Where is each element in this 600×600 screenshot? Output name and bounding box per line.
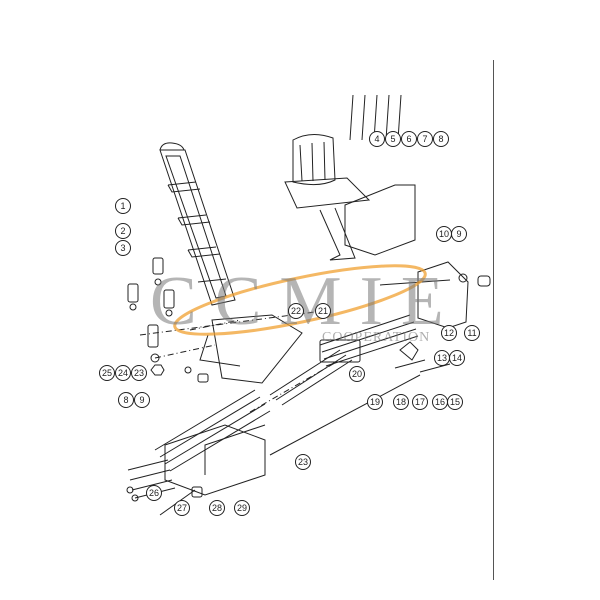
frame-border-line — [493, 60, 494, 580]
control-levers — [154, 314, 451, 472]
part-callout-25: 25 — [99, 365, 115, 381]
part-callout-9: 9 — [451, 226, 467, 242]
part-callout-19: 19 — [367, 394, 383, 410]
part-callout-9: 9 — [134, 392, 150, 408]
part-callout-28: 28 — [209, 500, 225, 516]
part-callout-26: 26 — [146, 485, 162, 501]
part-callout-5: 5 — [385, 131, 401, 147]
part-callout-27: 27 — [174, 500, 190, 516]
part-callout-18: 18 — [393, 394, 409, 410]
base-plate — [199, 314, 303, 384]
part-callout-8: 8 — [433, 131, 449, 147]
part-callout-6: 6 — [401, 131, 417, 147]
ladder-drawing — [159, 142, 236, 306]
watermark-sub: COOPERATION — [322, 330, 431, 345]
bolts-left — [127, 257, 209, 383]
part-callout-11: 11 — [464, 325, 480, 341]
part-callout-17: 17 — [412, 394, 428, 410]
part-callout-8: 8 — [118, 392, 134, 408]
part-callout-22: 22 — [288, 303, 304, 319]
watermark-swoosh — [173, 264, 427, 336]
part-callout-21: 21 — [315, 303, 331, 319]
part-callout-23: 23 — [295, 454, 311, 470]
part-callout-2: 2 — [115, 223, 131, 239]
part-callout-7: 7 — [417, 131, 433, 147]
part-callout-24: 24 — [115, 365, 131, 381]
part-callout-14: 14 — [449, 350, 465, 366]
part-callout-12: 12 — [441, 325, 457, 341]
part-callout-1: 1 — [115, 198, 131, 214]
bracket-right — [379, 261, 491, 329]
part-callout-16: 16 — [432, 394, 448, 410]
part-callout-4: 4 — [369, 131, 385, 147]
watermark-main: CCMIE — [150, 263, 462, 340]
part-callout-13: 13 — [434, 350, 450, 366]
part-callout-23: 23 — [131, 365, 147, 381]
seat-drawing — [284, 94, 416, 261]
part-callout-10: 10 — [436, 226, 452, 242]
part-callout-3: 3 — [115, 240, 131, 256]
part-callout-29: 29 — [234, 500, 250, 516]
part-callout-15: 15 — [447, 394, 463, 410]
part-callout-20: 20 — [349, 366, 365, 382]
